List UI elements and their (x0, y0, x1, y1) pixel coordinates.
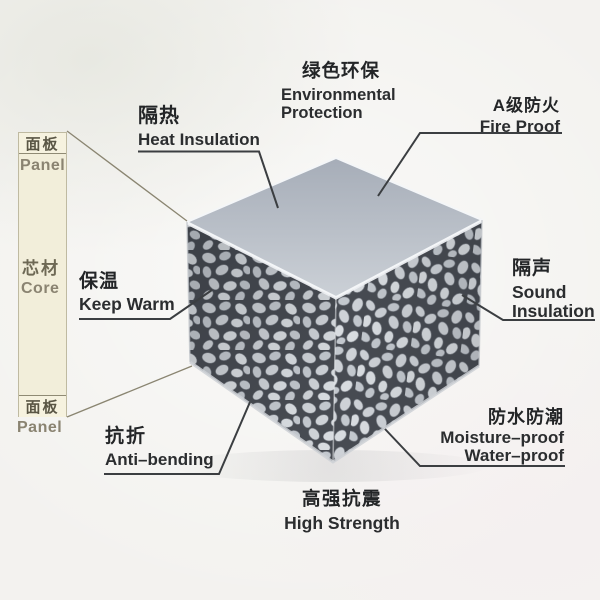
leader-anti-bending (104, 401, 251, 475)
core-label-en: Core (21, 280, 60, 297)
callout-anti-bending: 抗折 Anti–bending (105, 426, 214, 469)
moisture-proof-label-zh: 防水防潮 (488, 407, 564, 427)
callout-heat-insulation: 隔热 Heat Insulation (138, 105, 260, 149)
fire-proof-label-en: Fire Proof (479, 117, 560, 137)
heat-insulation-label-zh: 隔热 (138, 105, 180, 127)
bottom-panel-label-zh: 面板 (25, 399, 60, 416)
callout-high-strength: 高强抗震 High Strength (274, 488, 410, 533)
layer-cross-section-legend: 面板 Panel 芯材 Core 面板 (18, 132, 67, 417)
cube-right-outer-edge (478, 219, 483, 367)
leader-sound-insulation (461, 294, 595, 321)
high-strength-label-en: High Strength (284, 512, 400, 533)
sound-insulation-label-zh: 隔声 (512, 258, 553, 279)
cube-left-face-shading (187, 222, 336, 462)
moisture-proof-label-en-line2: Water–proof (464, 445, 565, 465)
heat-insulation-label-en: Heat Insulation (138, 130, 260, 150)
callout-fire-proof: A级防火 Fire Proof (460, 96, 560, 136)
layer-box-top-panel: 面板 (19, 133, 66, 154)
leader-moisture-proof (384, 428, 565, 467)
high-strength-label-zh: 高强抗震 (301, 488, 382, 509)
callout-sound-insulation: 隔声 Sound Insulation (512, 258, 595, 320)
anti-bending-label-zh: 抗折 (105, 426, 148, 447)
cube-front-center-edge (332, 296, 337, 463)
cube-left-outer-edge (186, 221, 191, 363)
anti-bending-label-en: Anti–bending (105, 450, 214, 470)
fire-proof-label-zh: A级防火 (492, 96, 560, 115)
keep-warm-label-en: Keep Warm (79, 294, 175, 315)
sound-insulation-label-en-line2: Insulation (512, 300, 595, 321)
bottom-panel-label-en: Panel (17, 419, 63, 436)
core-label-zh: 芯材 (22, 259, 60, 278)
moisture-proof-label-en-line1: Moisture–proof (440, 428, 564, 448)
callout-moisture-proof: 防水防潮 Moisture–proof Water–proof (418, 407, 564, 464)
callout-leader-lines (79, 132, 595, 475)
keep-warm-label-zh: 保温 (79, 271, 120, 292)
callout-environmental-protection: 绿色环保 Environmental Protection (281, 60, 401, 122)
leader-top-panel (66, 130, 188, 222)
environmental-label-en-line1: Environmental (281, 85, 396, 104)
sound-insulation-label-en-line1: Sound (512, 282, 567, 303)
callout-keep-warm: 保温 Keep Warm (79, 271, 175, 315)
leader-bottom-panel (66, 365, 193, 418)
leader-keep-warm (79, 289, 213, 320)
environmental-label-zh: 绿色环保 (301, 60, 380, 81)
top-panel-label-zh: 面板 (25, 135, 60, 153)
cube-shadow (172, 450, 488, 482)
layer-leader-lines (66, 130, 193, 418)
layer-box-bottom-panel: 面板 (19, 395, 66, 417)
top-panel-label-en: Panel (20, 157, 66, 174)
leader-fire-proof (377, 132, 562, 197)
leader-heat-insulation (138, 150, 279, 209)
environmental-label-en-line2: Protection (281, 103, 363, 122)
